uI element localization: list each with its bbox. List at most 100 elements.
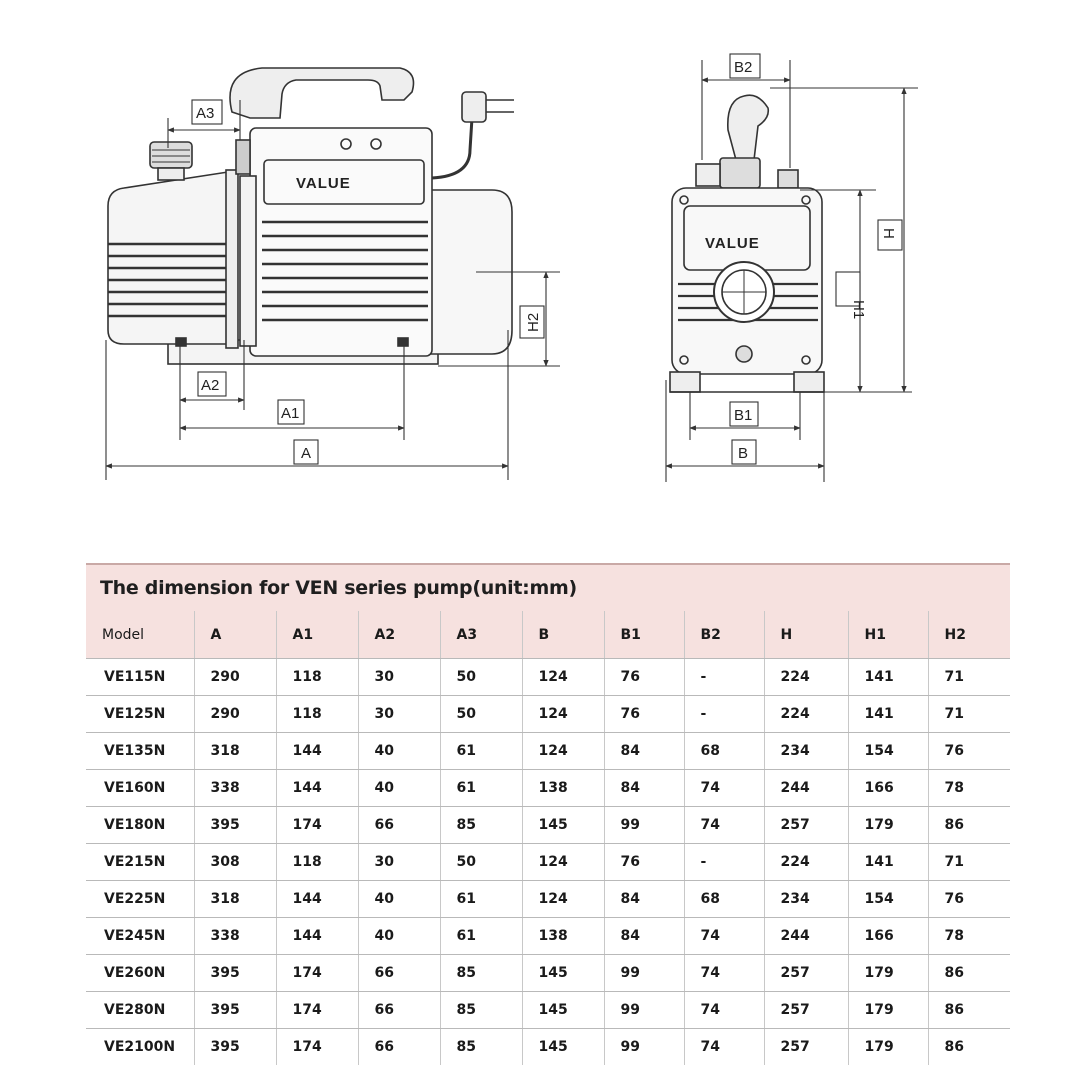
table-cell: 74 [684,991,765,1029]
table-cell: 61 [440,917,523,955]
model-cell: VE2100N [86,1028,195,1065]
table-cell: 179 [848,991,929,1029]
column-header-h: H [764,611,849,659]
column-header-b2: B2 [684,611,765,659]
table-cell: 99 [604,954,685,992]
spec-table-title: The dimension for VEN series pump(unit:m… [86,563,1010,611]
table-cell: 179 [848,1028,929,1065]
table-cell: 85 [440,954,523,992]
spec-table-panel: The dimension for VEN series pump(unit:m… [86,563,1010,1065]
table-cell: 71 [928,843,1010,881]
table-cell: 118 [276,843,359,881]
table-cell: 30 [358,695,441,733]
table-cell: 99 [604,806,685,844]
table-cell: 174 [276,954,359,992]
table-cell: 138 [522,917,605,955]
table-cell: 166 [848,917,929,955]
table-cell: 318 [194,732,277,770]
dim-label-b1: B1 [734,407,752,424]
table-cell: 84 [604,880,685,918]
table-cell: 144 [276,769,359,807]
table-cell: 244 [764,769,849,807]
table-cell: 68 [684,880,765,918]
table-cell: 86 [928,954,1010,992]
side-dimension-boxes [191,99,545,465]
table-cell: 395 [194,1028,277,1065]
table-cell: 85 [440,1028,523,1065]
table-cell: 50 [440,695,523,733]
table-cell: 395 [194,806,277,844]
model-cell: VE160N [86,769,195,807]
model-cell: VE245N [86,917,195,955]
table-cell: 308 [194,843,277,881]
table-cell: 234 [764,732,849,770]
table-cell: 179 [848,954,929,992]
side-brand-label: VALUE [296,175,351,192]
table-cell: 68 [684,732,765,770]
table-cell: 76 [604,658,685,696]
table-cell: 78 [928,769,1010,807]
table-cell: 257 [764,991,849,1029]
table-cell: 338 [194,917,277,955]
column-header-h2: H2 [928,611,1010,659]
table-cell: 76 [604,843,685,881]
column-header-h1: H1 [848,611,929,659]
model-cell: VE125N [86,695,195,733]
table-cell: 124 [522,843,605,881]
table-cell: 76 [928,880,1010,918]
side-dimension-lines [105,100,560,480]
table-cell: 124 [522,732,605,770]
table-cell: 144 [276,917,359,955]
table-cell: 84 [604,732,685,770]
table-cell: 40 [358,917,441,955]
table-cell: 124 [522,695,605,733]
table-cell: 84 [604,769,685,807]
table-cell: 124 [522,658,605,696]
table-cell: 138 [522,769,605,807]
table-cell: 50 [440,658,523,696]
table-cell: 224 [764,843,849,881]
table-cell: 66 [358,954,441,992]
table-cell: 99 [604,1028,685,1065]
model-cell: VE135N [86,732,195,770]
table-cell: 145 [522,991,605,1029]
model-cell: VE280N [86,991,195,1029]
table-cell: 66 [358,991,441,1029]
table-cell: 141 [848,843,929,881]
dim-label-b2: B2 [734,59,752,76]
table-cell: 257 [764,1028,849,1065]
table-cell: 74 [684,954,765,992]
dim-label-a3: A3 [196,105,214,122]
model-cell: VE115N [86,658,195,696]
table-cell: 86 [928,806,1010,844]
model-cell: VE180N [86,806,195,844]
dim-label-h: H [880,228,897,239]
table-cell: 154 [848,880,929,918]
column-header-b: B [522,611,605,659]
table-cell: 118 [276,695,359,733]
table-cell: 61 [440,880,523,918]
table-cell: 234 [764,880,849,918]
table-cell: 40 [358,769,441,807]
dim-label-h2: H2 [525,313,542,332]
model-cell: VE215N [86,843,195,881]
table-cell: 86 [928,991,1010,1029]
column-header-a: A [194,611,277,659]
table-cell: 30 [358,843,441,881]
table-cell: 290 [194,695,277,733]
table-cell: 71 [928,658,1010,696]
table-cell: 61 [440,769,523,807]
table-cell: 85 [440,991,523,1029]
table-cell: 50 [440,843,523,881]
table-cell: 257 [764,954,849,992]
pump-front-view [669,94,825,393]
